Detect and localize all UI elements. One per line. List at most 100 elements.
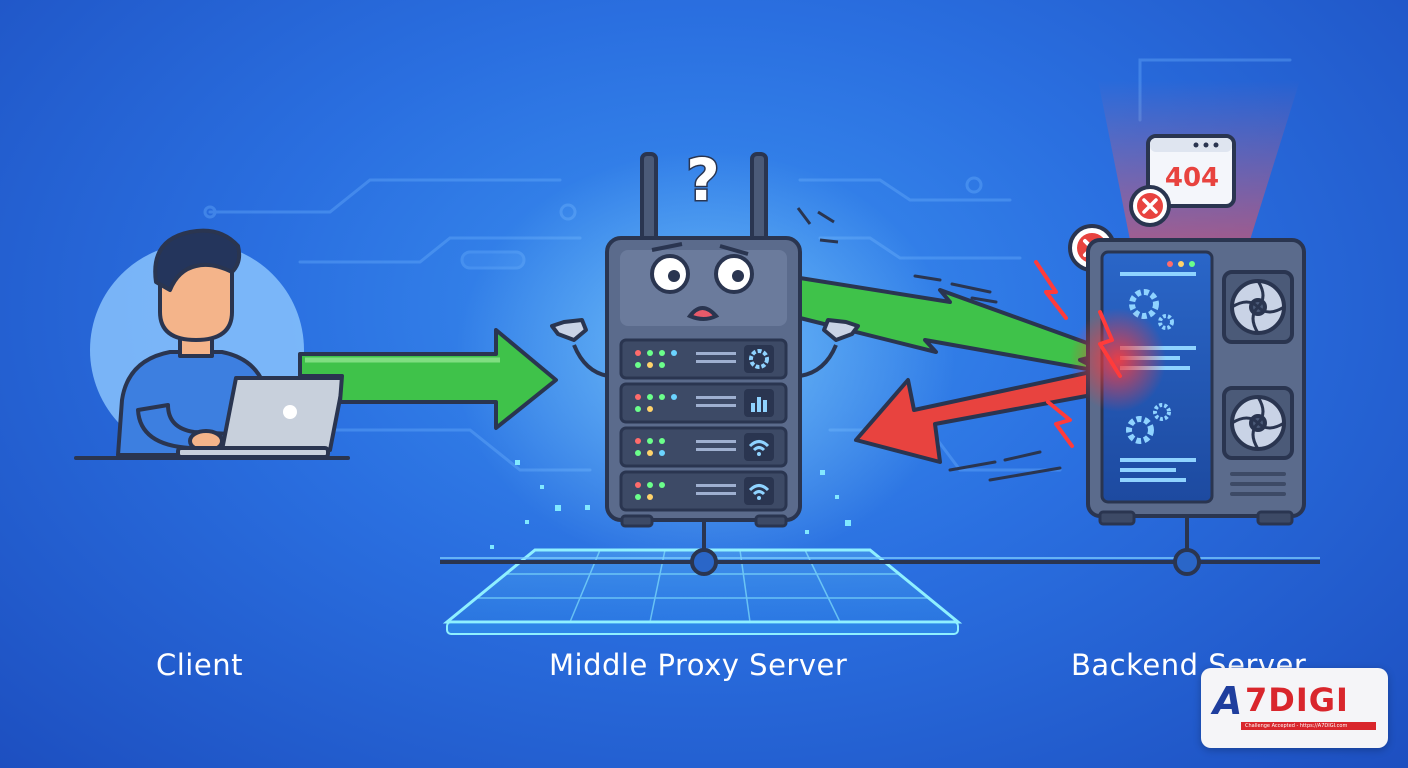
particle: [490, 545, 494, 549]
brow-left: [651, 242, 683, 252]
request-arrow: [298, 328, 558, 430]
bar-chart-bar: [763, 400, 767, 412]
brow-right: [719, 244, 749, 256]
speed-line: [913, 274, 942, 282]
screen-line: [1120, 468, 1176, 472]
logo-letter-a: A: [1213, 679, 1243, 723]
logo-wordmark: 7DIGI: [1245, 681, 1349, 719]
mouth: [686, 306, 720, 321]
right-arm: [799, 344, 838, 378]
speed-line: [970, 296, 998, 304]
speed-line: [988, 466, 1062, 482]
led: [647, 450, 653, 456]
lightning-bolt: [1098, 310, 1122, 378]
impact-glow: [1070, 308, 1166, 412]
client-illustration: [74, 228, 350, 460]
logo-tagline-bar: [1241, 722, 1376, 730]
logo-tagline: Challenge Accepted - https://A7DIGI.com: [1245, 723, 1348, 729]
wifi-arc: [752, 446, 766, 452]
rack-2: [619, 382, 788, 424]
right-hand: [822, 318, 860, 342]
left-hand: [550, 318, 588, 342]
screen-dot: [1189, 261, 1195, 267]
led: [659, 394, 665, 400]
browser-titlebar: [1150, 138, 1232, 152]
speed-line: [950, 282, 992, 294]
fan-icon: [1222, 386, 1294, 460]
vent-line: [696, 492, 736, 495]
lightning-bolt: [1034, 260, 1068, 320]
question-mark: ?: [686, 146, 720, 214]
network-bus: [440, 518, 1320, 576]
sweat-tick: [819, 238, 839, 244]
vent-line: [696, 360, 736, 363]
proxy-foot-left: [620, 514, 654, 528]
holo-platform: [442, 548, 963, 635]
backend-vents: [1230, 472, 1286, 496]
person-hair: [153, 228, 242, 292]
speed-line: [1003, 450, 1042, 462]
vent-slot: [1230, 472, 1286, 476]
vent-line: [696, 396, 736, 399]
antenna-left: [640, 152, 658, 246]
vent-line: [696, 352, 736, 355]
antenna-right: [750, 152, 768, 246]
gear-icon-shape: [749, 349, 769, 369]
proxy-label: Middle Proxy Server: [549, 648, 848, 682]
led: [635, 494, 641, 500]
vent-line: [696, 484, 736, 487]
led: [659, 350, 665, 356]
sweat-tick: [817, 210, 835, 224]
led: [659, 450, 665, 456]
vent-line: [696, 448, 736, 451]
screen-dot: [1178, 261, 1184, 267]
bar-chart-bar: [757, 397, 761, 412]
vent-slot: [1230, 482, 1286, 486]
gear-shape-small: [1153, 403, 1171, 421]
led: [647, 494, 653, 500]
backend-node: [1173, 548, 1201, 576]
wifi-arc: [748, 484, 770, 492]
backend-foot-left: [1098, 510, 1136, 526]
proxy-node: [690, 548, 718, 576]
led: [659, 482, 665, 488]
error-x-mark: [1142, 198, 1158, 214]
browser-dot: [1213, 142, 1219, 148]
server-racks: [619, 338, 788, 512]
circuit-line: [208, 178, 562, 214]
backend-server: 404: [1034, 80, 1306, 526]
rack-1: [619, 338, 788, 380]
speed-line: [948, 460, 997, 472]
sweat-tick: [796, 207, 812, 225]
browser-window-icon: 404: [1146, 134, 1236, 208]
browser-dot: [1193, 142, 1199, 148]
pupil-left: [668, 270, 680, 282]
screen-dot: [1167, 261, 1173, 267]
laptop-logo: [283, 405, 297, 419]
gear-shape: [1129, 289, 1159, 319]
fan-blades: [1231, 396, 1285, 450]
led: [647, 394, 653, 400]
rack-4: [619, 470, 788, 512]
led: [671, 350, 677, 356]
circuit-node: [203, 205, 217, 219]
fan-blades: [1231, 280, 1285, 334]
led: [635, 394, 641, 400]
wifi-dot: [757, 496, 761, 500]
led: [647, 482, 653, 488]
circuit-line: [798, 178, 1012, 202]
screen-line: [1120, 272, 1196, 276]
lightning-bolt: [1046, 400, 1074, 448]
gear-shape: [1126, 416, 1154, 444]
screen-line: [1120, 478, 1186, 482]
led: [635, 362, 641, 368]
left-arm: [572, 344, 609, 378]
led: [647, 350, 653, 356]
particle: [525, 520, 529, 524]
browser-frame: [1146, 134, 1236, 208]
brand-logo: A 7DIGI Challenge Accepted - https://A7D…: [1201, 668, 1388, 748]
fan-icon: [1222, 270, 1294, 344]
circuit-node: [965, 176, 983, 194]
